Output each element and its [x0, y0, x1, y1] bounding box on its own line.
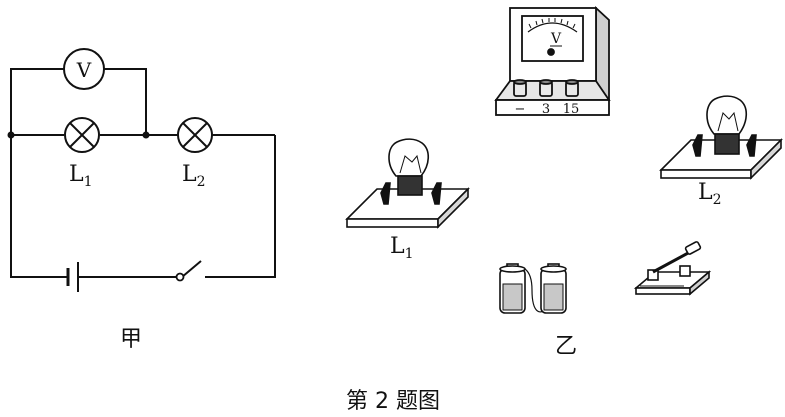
terminal-label-15: 15: [563, 102, 580, 117]
device-voltmeter-label: V: [550, 31, 562, 47]
battery-pair: [499, 263, 567, 314]
lamp-l2-symbol: [177, 117, 213, 153]
lamp-l1-device: [345, 138, 470, 229]
components-label: 乙: [555, 334, 577, 359]
device-l2-label: L2: [698, 180, 722, 208]
lamp-l2-device: [659, 95, 783, 180]
switch-pivot: [175, 272, 185, 282]
voltmeter-device: [494, 5, 611, 116]
circuit-schematic: [10, 48, 276, 292]
schematic-label: 甲: [120, 327, 142, 352]
schematic-l1-label: L1: [69, 162, 93, 190]
lamp-l1-symbol: [64, 117, 100, 153]
voltmeter-symbol: [63, 48, 105, 90]
figure-caption: 第 2 题图: [346, 389, 440, 414]
terminal-label-3: 3: [542, 102, 550, 117]
left-wire: [10, 135, 68, 278]
voltmeter-branch-wire: [10, 68, 147, 135]
schematic-l2-label: L2: [182, 162, 206, 190]
switch-blade: [181, 260, 202, 278]
terminal-label-minus: −: [515, 102, 526, 117]
junction-dot-left: [7, 131, 15, 139]
junction-dot-middle: [142, 131, 150, 139]
device-l1-label: L1: [390, 234, 414, 262]
schematic-voltmeter-label: V: [76, 58, 92, 82]
knife-switch: [633, 241, 712, 296]
right-wire: [205, 135, 276, 278]
